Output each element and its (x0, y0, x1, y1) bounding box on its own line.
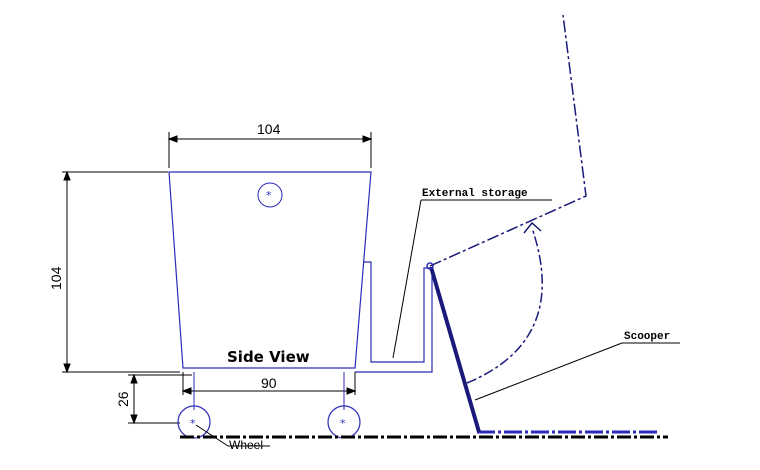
scooper-label: Scooper (624, 331, 670, 343)
svg-text:*: * (266, 189, 272, 202)
bin-body (168, 171, 372, 369)
asterisk-center-mark-icon: * (190, 417, 196, 430)
swing-arc (466, 227, 543, 384)
external-storage-label: External storage (422, 188, 528, 200)
scooper-arm (429, 266, 481, 433)
left-height-value: 104 (48, 266, 64, 290)
circle-center-mark-icon: * (257, 182, 283, 208)
raised-scooper-outline (429, 14, 587, 267)
swing-arrowhead-icon (523, 221, 542, 234)
wheel-height-dimension (128, 373, 192, 425)
top-width-dimension (167, 132, 373, 168)
bottom-width-dimension (181, 372, 357, 395)
bottom-width-value: 90 (261, 375, 277, 391)
axle-legs (193, 372, 345, 410)
wheel-label: Wheel (229, 438, 263, 452)
front-wheel: * (177, 405, 211, 439)
external-storage-leader (392, 199, 552, 359)
scooper-leader (474, 342, 680, 401)
external-storage-chute (355, 261, 433, 373)
view-title: Side View (227, 348, 310, 366)
asterisk-center-mark-icon: * (340, 417, 346, 430)
wheel-leader (195, 424, 270, 447)
rear-wheel: * (327, 405, 361, 439)
pivot-point-icon (426, 262, 434, 270)
top-width-value: 104 (257, 121, 281, 137)
wheel-height-value: 26 (115, 391, 131, 407)
left-height-dimension (62, 170, 180, 374)
